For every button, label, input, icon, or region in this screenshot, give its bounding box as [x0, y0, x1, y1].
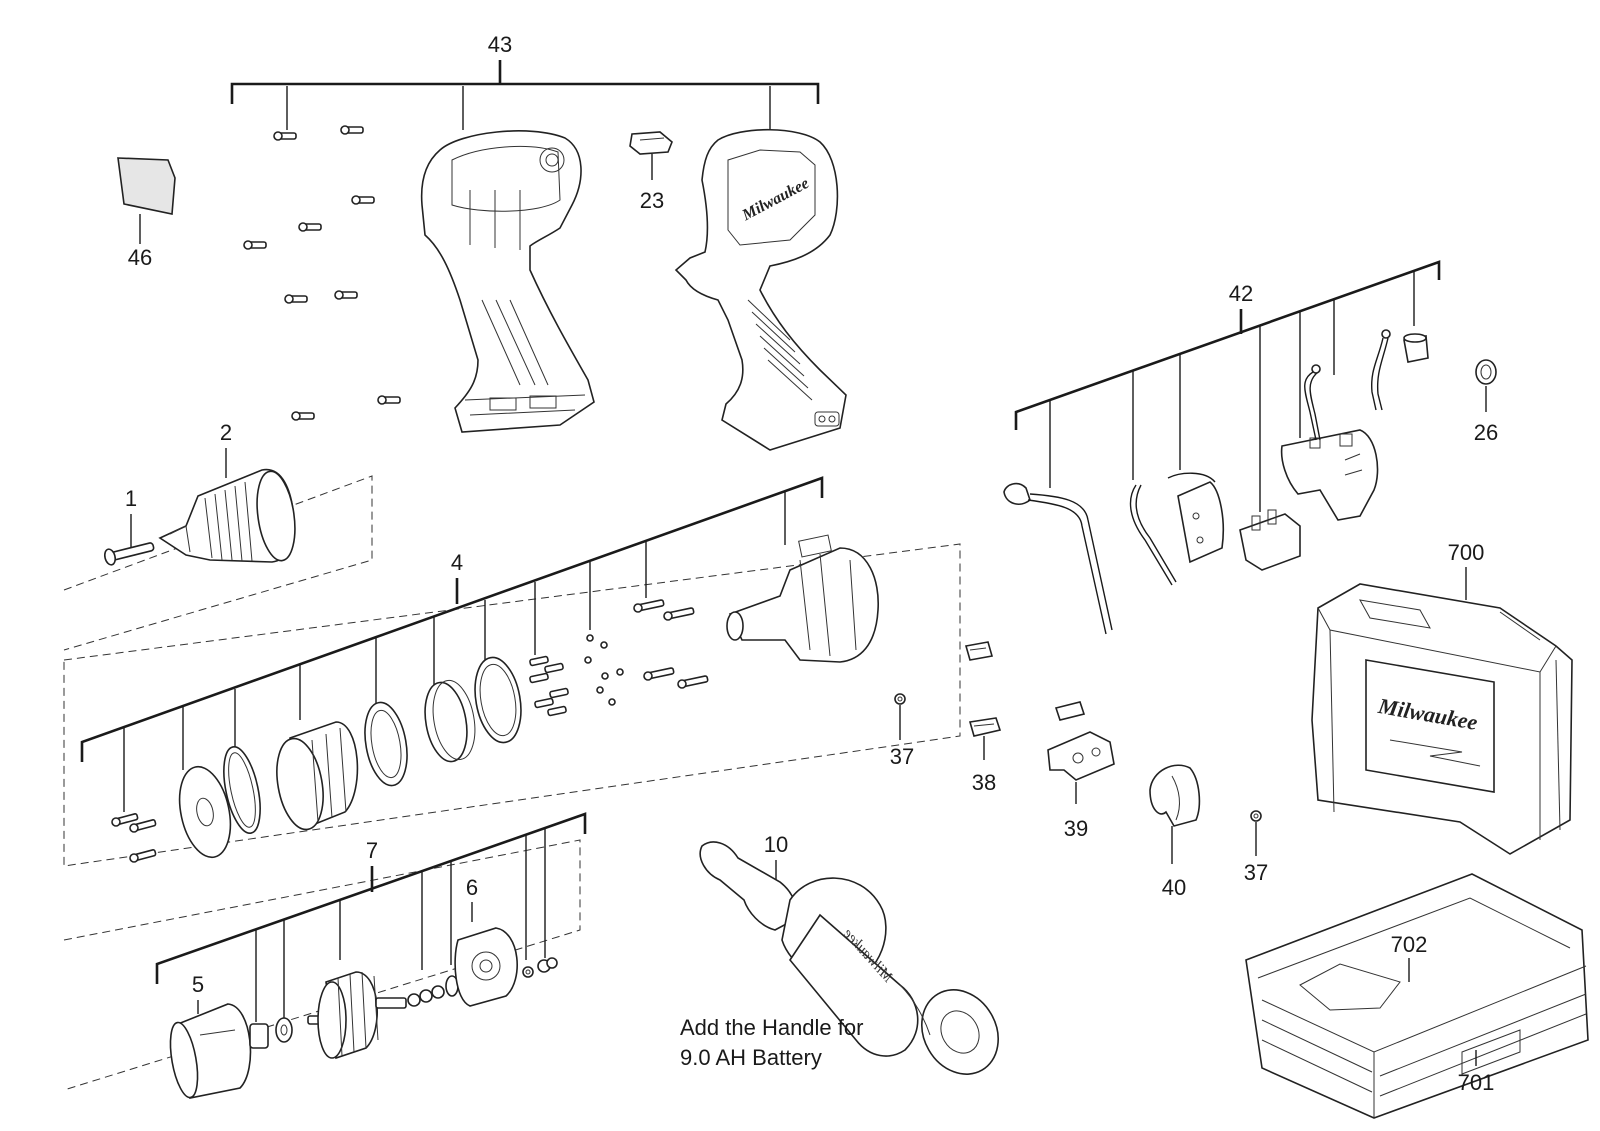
part-26-bushing: 26 — [1474, 359, 1498, 445]
part-6-stator-board — [454, 927, 518, 1007]
part-37-screw-b: 37 — [1244, 810, 1268, 885]
label-1: 1 — [125, 486, 137, 511]
switch-board — [1167, 472, 1225, 564]
group-4-gearbox: 4 — [63, 476, 961, 867]
part-46-nameplate: 46 — [117, 157, 176, 270]
label-5: 5 — [192, 972, 204, 997]
label-23: 23 — [640, 188, 664, 213]
part-701-case-base: 701 — [1245, 873, 1589, 1119]
handle-note-line-1: Add the Handle for — [680, 1015, 863, 1040]
part-40-belt-clip: 40 — [1149, 764, 1201, 900]
label-39: 39 — [1064, 816, 1088, 841]
label-37-a: 37 — [890, 744, 914, 769]
pins-and-balls — [529, 634, 624, 717]
part-37-screw-a: 37 — [890, 693, 914, 769]
trigger-switch — [1280, 429, 1379, 521]
label-6: 6 — [466, 875, 478, 900]
terminal-block — [1239, 509, 1301, 571]
left-housing-half — [420, 130, 595, 433]
part-700-carry-case: 700 Milwaukee — [1311, 540, 1573, 855]
part-2-keyless-chuck — [158, 468, 296, 563]
part-10-side-handle: 10 Milwaukee — [699, 832, 999, 1075]
label-7: 7 — [366, 838, 378, 863]
label-10: 10 — [764, 832, 788, 857]
label-40: 40 — [1162, 875, 1186, 900]
housing-screws — [243, 125, 401, 421]
part-1-chuck-screw — [103, 542, 155, 566]
label-46: 46 — [128, 245, 152, 270]
group-7-motor: 7 6 5 — [63, 812, 587, 1099]
handle-note-line-2: 9.0 AH Battery — [680, 1045, 822, 1070]
label-702: 702 — [1391, 932, 1428, 957]
part-38-clip: 38 — [968, 717, 1002, 795]
label-26: 26 — [1474, 420, 1498, 445]
label-38: 38 — [972, 770, 996, 795]
part-5-motor-can — [169, 1003, 252, 1099]
label-37-b: 37 — [1244, 860, 1268, 885]
group-43-housing: 43 — [230, 32, 847, 451]
part-23-forward-reverse-switch: 23 — [629, 131, 673, 213]
label-2: 2 — [220, 420, 232, 445]
part-702-insert: 702 — [1391, 932, 1428, 982]
right-housing-half: Milwaukee — [674, 128, 847, 451]
label-700: 700 — [1448, 540, 1485, 565]
gearbox-housing — [726, 534, 879, 663]
led-wire — [1003, 482, 1113, 635]
part-39-bracket: 39 — [1047, 701, 1115, 841]
ring-gear-housing — [276, 721, 359, 831]
clip-upper — [964, 641, 994, 661]
label-4: 4 — [451, 550, 463, 575]
label-42: 42 — [1229, 281, 1253, 306]
label-701: 701 — [1458, 1070, 1495, 1095]
group-42-electronics: 42 — [1003, 260, 1441, 635]
label-43: 43 — [488, 32, 512, 57]
chuck-assembly: 2 1 — [63, 420, 373, 651]
rotor — [307, 971, 407, 1060]
